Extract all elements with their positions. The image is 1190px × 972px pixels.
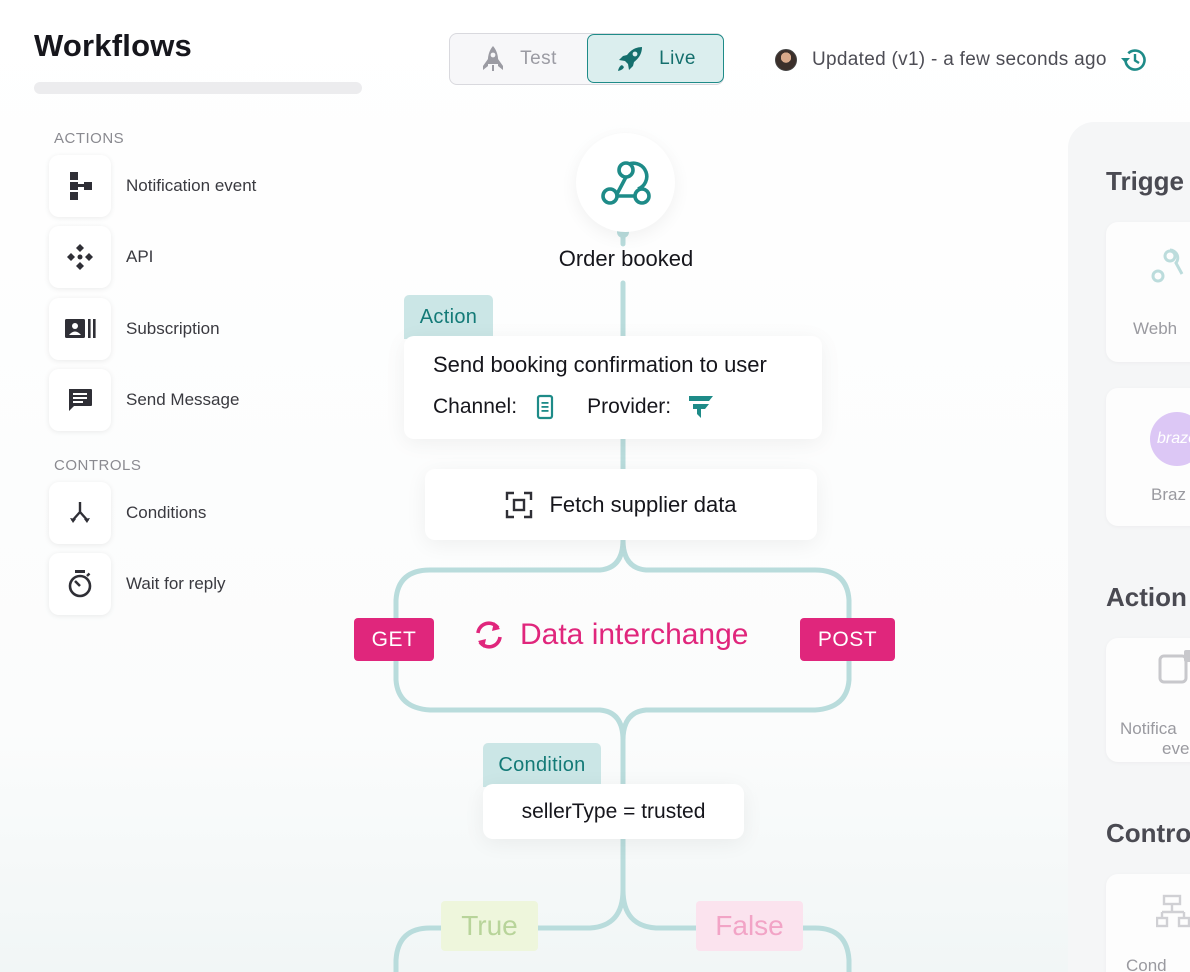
test-mode-button[interactable]: Test — [450, 34, 587, 83]
live-mode-label: Live — [659, 47, 696, 69]
library-card-label: Notifica — [1120, 719, 1177, 738]
trigger-node[interactable] — [576, 133, 675, 232]
library-card-conditions[interactable]: Cond — [1106, 874, 1190, 972]
subscription-icon — [65, 319, 96, 338]
rocket-icon — [483, 45, 504, 71]
channel-label: Channel: — [433, 395, 518, 418]
action-node-send-confirmation[interactable]: Send booking confirmation to user Channe… — [404, 336, 822, 439]
page-title: Workflows — [34, 28, 192, 63]
sync-icon — [476, 621, 502, 649]
timer-icon — [68, 570, 92, 598]
version-status: Updated (v1) - a few seconds ago — [775, 46, 1149, 74]
sms-channel-icon — [536, 394, 554, 420]
sidebar-item-subscription[interactable]: Subscription — [49, 298, 349, 360]
avatar[interactable] — [775, 49, 797, 71]
get-method-tag[interactable]: GET — [354, 618, 434, 661]
library-card-label: Braz — [1151, 485, 1186, 504]
library-card-braze[interactable]: braze Braz — [1106, 388, 1190, 526]
false-branch-tag[interactable]: False — [696, 901, 803, 951]
action-tag: Action — [404, 295, 493, 339]
scan-icon — [506, 491, 533, 518]
library-card-label: Webh — [1133, 319, 1178, 338]
mode-toggle: Test Live — [449, 33, 724, 85]
sidebar-item-conditions[interactable]: Conditions — [49, 482, 349, 544]
condition-expression: sellerType = trusted — [521, 799, 706, 823]
webhook-icon — [1151, 248, 1184, 283]
post-method-tag[interactable]: POST — [800, 618, 895, 661]
notification-event-icon — [1158, 650, 1190, 684]
library-card-webhook[interactable]: Webh — [1106, 222, 1190, 362]
sidebar-item-label: Notification event — [126, 176, 257, 195]
controls-heading: Contro — [1106, 818, 1190, 848]
library-card-label-line2: eve — [1162, 739, 1190, 758]
trigger-label: Order booked — [558, 246, 694, 271]
condition-tag: Condition — [483, 743, 601, 787]
live-mode-button[interactable]: Live — [587, 34, 724, 83]
message-icon — [69, 389, 92, 411]
sidebar-item-label: Wait for reply — [126, 574, 226, 593]
test-mode-label: Test — [520, 47, 557, 69]
history-icon[interactable] — [1119, 46, 1149, 74]
interchange-label: Data interchange — [520, 618, 749, 651]
conditions-icon — [70, 502, 90, 523]
library-card-notification-event[interactable]: Notifica eve — [1106, 638, 1190, 762]
braze-logo-icon: braze — [1150, 412, 1190, 466]
condition-node[interactable]: sellerType = trusted — [483, 784, 744, 839]
updated-status-text: Updated (v1) - a few seconds ago — [812, 49, 1107, 70]
fetch-supplier-node[interactable]: Fetch supplier data — [425, 469, 817, 540]
actions-section-label: ACTIONS — [54, 130, 125, 147]
sidebar-item-notification-event[interactable]: Notification event — [49, 155, 349, 217]
api-icon — [67, 244, 93, 270]
sidebar-item-api[interactable]: API — [49, 226, 349, 288]
provider-logo-icon — [689, 396, 714, 418]
conditions-icon — [1156, 894, 1190, 928]
sidebar-item-label: Conditions — [126, 503, 207, 522]
rocket-launch-icon — [618, 46, 643, 71]
action-title: Send booking confirmation to user — [433, 352, 767, 377]
sidebar-item-label: Subscription — [126, 319, 220, 338]
sidebar-item-label: API — [126, 247, 154, 266]
library-card-label: Cond — [1126, 956, 1167, 972]
data-interchange-node[interactable]: Data interchange — [472, 618, 749, 652]
search-bar-placeholder[interactable] — [34, 82, 362, 94]
actions-heading: Action — [1106, 582, 1187, 612]
triggers-heading: Trigge — [1106, 166, 1185, 196]
action-channel-row: Channel: Provider: — [433, 394, 715, 420]
sidebar-item-label: Send Message — [126, 390, 240, 409]
controls-section-label: CONTROLS — [54, 457, 142, 474]
fetch-label: Fetch supplier data — [549, 491, 737, 517]
sidebar-item-send-message[interactable]: Send Message — [49, 369, 349, 431]
notification-event-icon — [70, 172, 92, 200]
sidebar-item-wait-for-reply[interactable]: Wait for reply — [49, 553, 349, 615]
provider-label: Provider: — [587, 395, 672, 418]
webhook-icon — [600, 160, 651, 205]
true-branch-tag[interactable]: True — [441, 901, 538, 951]
